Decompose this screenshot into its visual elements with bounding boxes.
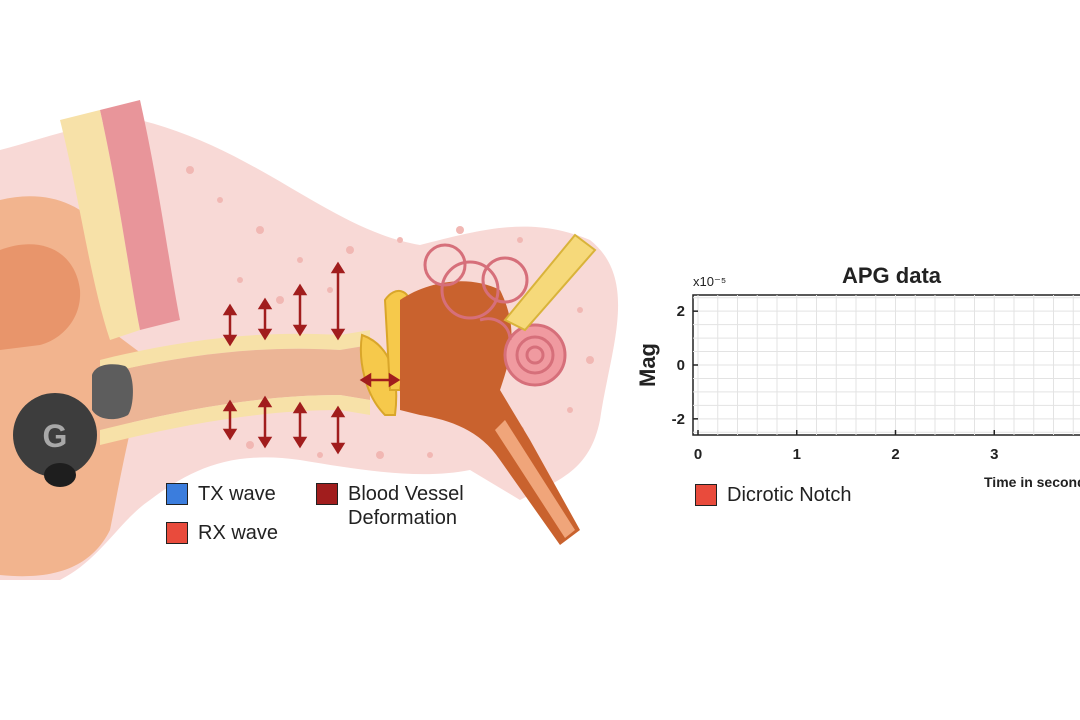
rx-wave-swatch [166,522,188,544]
earbud-tip [92,364,133,420]
cartilage-strip [60,110,140,340]
legend-label: Dicrotic Notch [727,484,852,506]
outer-ear-fold [0,244,81,350]
ear-canal [100,345,370,430]
dicrotic-notch-swatch [695,484,717,506]
y-axis-ticks: 2 0 -2 [672,303,698,428]
legend-item-rx-wave: RX wave [166,521,278,545]
earbud-logo: G [43,418,68,454]
legend-item-blood-vessel-deformation: Blood Vessel Deformation [316,482,464,530]
legend-item-tx-wave: TX wave [166,482,276,506]
deformation-arrows [222,261,401,455]
y-axis-label: Mag [635,343,660,387]
apg-chart: 0 1 2 3 2 0 -2 x10⁻⁵ Mag Time in seconds [635,274,1080,490]
skin-layer [100,100,180,330]
x-tick-label: 3 [990,446,998,463]
legend-label: Blood Vessel Deformation [348,483,464,529]
y-tick-label: 2 [677,303,685,320]
y-axis-exponent: x10⁻⁵ [693,274,726,289]
tx-wave-swatch [166,483,188,505]
auditory-nerve [503,233,597,332]
x-tick-label: 1 [793,446,801,463]
x-tick-label: 2 [891,446,899,463]
inner-ear [423,243,567,387]
y-tick-label: -2 [672,411,685,428]
earbud-body [13,393,97,477]
ear-canal-wall-top [100,330,370,375]
y-tick-label: 0 [677,357,685,374]
chart-legend-dicrotic-notch: Dicrotic Notch [695,483,851,507]
earbud-stem [44,463,76,487]
x-tick-label: 0 [694,446,702,463]
eustachian-tube-inner [495,420,575,538]
legend-label: TX wave [198,483,276,505]
eardrum [359,333,398,416]
plot-grid [693,295,1080,435]
x-axis-label: Time in seconds [984,474,1080,490]
legend-label: RX wave [198,522,279,544]
blood-vessel-swatch [316,483,338,505]
x-axis-ticks: 0 1 2 3 [694,430,998,463]
